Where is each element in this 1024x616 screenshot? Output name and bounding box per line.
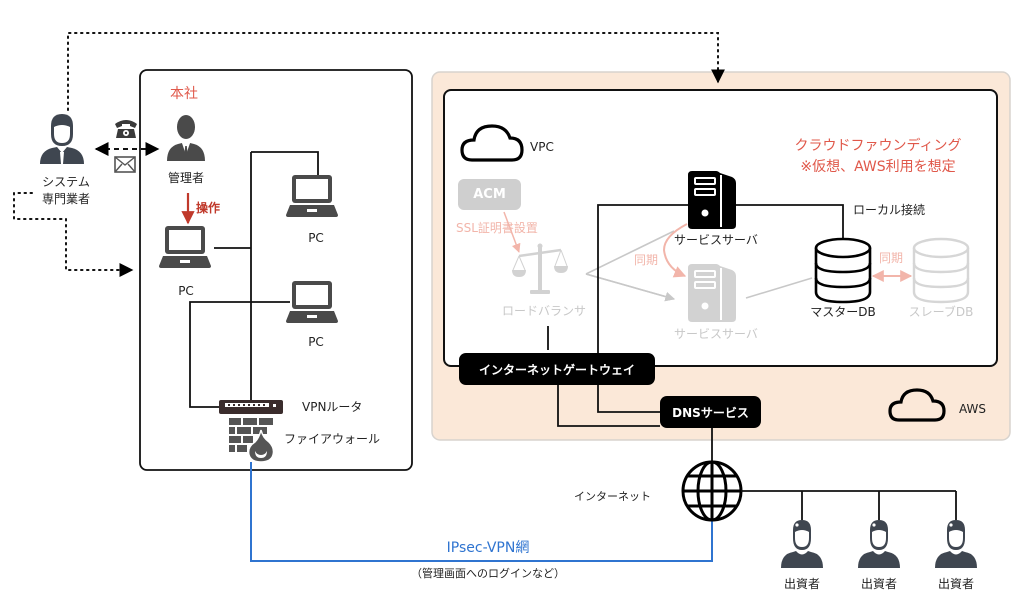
internet-globe-icon	[681, 460, 743, 522]
mail-icon	[114, 156, 136, 173]
load-balancer-icon	[512, 243, 568, 294]
internet-gateway-box: インターネットゲートウェイ	[459, 353, 655, 385]
service-server-label: サービスサーバ	[674, 233, 758, 247]
internet-label: インターネット	[574, 490, 651, 503]
specialist-to-aws-dotted-line	[67, 32, 725, 111]
firewall-icon	[229, 418, 275, 463]
headquarters-title: 本社	[170, 86, 198, 102]
investor-icon-1	[781, 520, 823, 568]
acm-box: ACM	[458, 179, 521, 210]
investor-label-2: 出資者	[860, 577, 898, 591]
investor-lines	[741, 490, 957, 520]
headquarters-box	[139, 69, 413, 471]
hq-network-lines	[189, 151, 319, 408]
investor-label-3: 出資者	[937, 577, 975, 591]
local-connection-label: ローカル接続	[853, 203, 926, 217]
pc-label-middle: PC	[308, 335, 324, 349]
pc-icon-main	[159, 226, 211, 268]
cloud-funding-heading-line2: ※仮想、AWS利用を想定	[800, 159, 956, 175]
pc-label-main: PC	[178, 284, 194, 298]
specialist-label-line2: 専門業者	[41, 192, 91, 206]
aws-cloud-icon	[888, 388, 946, 422]
phone-icon	[115, 120, 137, 138]
ssl-label: SSL証明書設置	[456, 221, 538, 235]
ipsec-vpn-line	[250, 462, 713, 562]
ipsec-vpn-note: （管理画面へのログインなど）	[411, 567, 565, 580]
standby-to-db-line	[745, 277, 813, 299]
service-server-icon	[687, 170, 737, 230]
master-db-icon	[814, 237, 872, 304]
slave-db-label: スレーブDB	[908, 305, 974, 319]
service-server-standby-icon	[687, 263, 737, 323]
investor-icon-2	[858, 520, 900, 568]
aws-label: AWS	[959, 402, 987, 416]
db-sync-label: 同期	[879, 251, 904, 265]
slave-db-icon	[912, 237, 970, 304]
investor-icon-3	[935, 520, 977, 568]
investor-label-1: 出資者	[783, 577, 821, 591]
server-sync-arrow	[662, 223, 688, 278]
vpn-router-icon	[219, 400, 283, 414]
master-db-label: マスターDB	[810, 305, 876, 319]
pc-label-top: PC	[308, 231, 324, 245]
admin-label: 管理者	[167, 171, 205, 185]
dns-service-box: DNSサービス	[660, 396, 761, 428]
pc-icon-middle	[286, 281, 338, 323]
vpc-cloud-icon	[460, 124, 524, 162]
operation-label: 操作	[196, 201, 221, 215]
vpc-label: VPC	[530, 140, 554, 154]
aws-network-lines	[547, 204, 844, 462]
ipsec-vpn-label: IPsec-VPN網	[446, 540, 530, 556]
specialist-to-pc-dotted-line	[13, 192, 134, 277]
service-server-standby-label: サービスサーバ	[674, 327, 758, 341]
server-sync-label: 同期	[634, 253, 659, 267]
cloud-funding-heading-line1: クラウドファウンディング	[794, 138, 962, 154]
ssl-arrow	[503, 211, 521, 253]
firewall-label: ファイアウォール	[284, 432, 381, 446]
vpn-router-label: VPNルータ	[302, 400, 363, 414]
specialist-person-icon	[40, 114, 84, 164]
pc-icon-top	[286, 175, 338, 217]
specialist-label-line1: システム	[42, 175, 90, 189]
lb-arrow-2	[585, 273, 675, 302]
admin-person-icon	[167, 115, 205, 161]
load-balancer-label: ロードバランサ	[501, 304, 587, 318]
